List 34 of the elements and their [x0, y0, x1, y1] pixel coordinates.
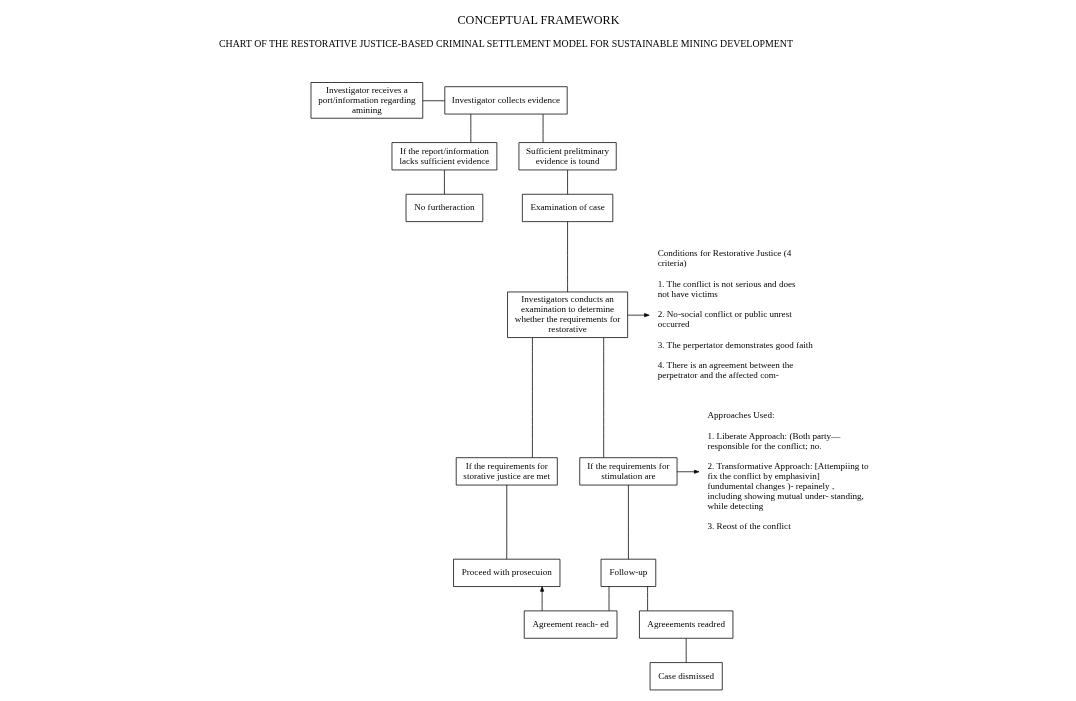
node-box: Proceed with prosecuion [452, 558, 560, 587]
node-box: If the requirements for storative justice are met [455, 457, 558, 486]
arrow [676, 469, 699, 474]
node-box: Agreement reach- ed [523, 610, 617, 639]
node-box: If the requirements for stimulation are [578, 457, 677, 486]
node-box: Case dismissed [649, 662, 723, 691]
connector [646, 586, 648, 612]
connector [566, 169, 568, 195]
arrow [539, 586, 544, 612]
label: CHART OF THE RESTORATIVE JUSTICE-BASED CRIMINAL SETTLEMENT MODEL FOR SUSTAINABLE MINING DEVELOPMENT [218, 38, 793, 50]
diagram-title: CONCEPTUAL FRAMEWORK [457, 12, 619, 27]
node-box: No furtheraction [405, 193, 483, 222]
connector [608, 586, 609, 612]
node-box: Sufficient prelitminary evidence is tound [518, 142, 617, 171]
node-box: Agreeements readred [638, 610, 733, 639]
connector [566, 221, 568, 293]
node-box: If the report/information lacks sufficient evidence [391, 142, 497, 171]
connector [542, 113, 543, 143]
connector [531, 337, 533, 458]
node-box: Investigator receives a port/information regarding amining [310, 82, 423, 119]
node-text: Approaches Used: 1. Liberate Approach: (Both party— responsible for the conflict; no. 2. Transformative Approach: [Attempiing to fix the conflict by emphasivin] fundumental changes )- repainely , including showing mutual under- standing, while detecting 3. Reost of the conflict [706, 410, 869, 532]
arrow [626, 313, 649, 318]
node-box: Follow-up [600, 558, 656, 587]
connector [685, 638, 687, 663]
connector [443, 169, 445, 195]
connector [627, 484, 629, 560]
node-box: Examination of case [521, 193, 613, 222]
node-box: Investigators conducts an examination to determine whether the requirements for restorative [506, 291, 628, 338]
connector [469, 113, 471, 143]
node-box: Investigator collects evidence [443, 86, 568, 115]
connector [422, 100, 445, 102]
connector [602, 337, 604, 458]
connector [505, 484, 507, 560]
node-text: Conditions for Restorative Justice (4 criteria) 1. The conflict is not serious and does not have victims 2. No-social conflict or public unrest occurred 3. The perpertator demonstrates good faith 4. There is an agreement between the perpetrator and the affected com- [657, 248, 813, 380]
